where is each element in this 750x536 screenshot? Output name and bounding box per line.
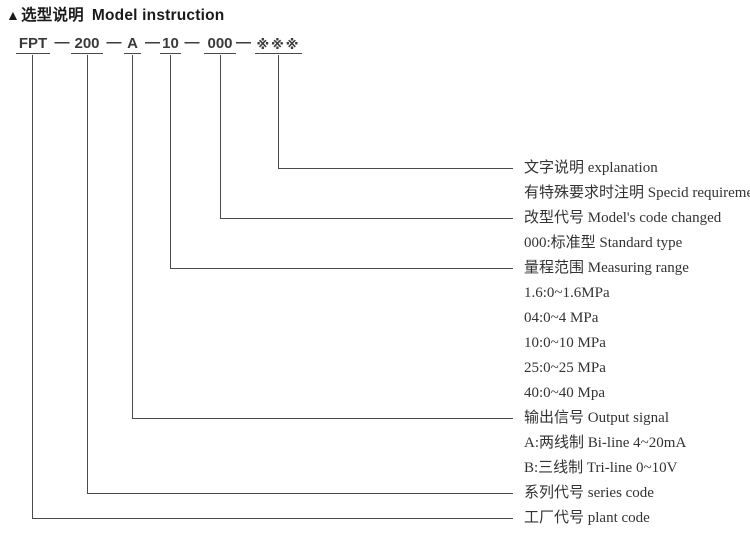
connector-hline-plant-code — [32, 518, 513, 519]
connector-vline-plant-code — [32, 55, 33, 518]
connector-hline-measuring-range — [170, 268, 513, 269]
row-range-40mpa: 40:0~40 Mpa — [524, 385, 606, 401]
connector-vline-model-code-changed — [220, 55, 221, 218]
row-output-bi-line: A:两线制 Bi-line 4~20mA — [524, 435, 687, 451]
section-title-zh: 选型说明 — [21, 7, 84, 24]
connector-hline-output-signal — [132, 418, 513, 419]
row-plant-code: 工厂代号 plant code — [524, 510, 650, 526]
connector-vline-series-code — [87, 55, 88, 493]
code-separator-dash: — — [54, 34, 70, 51]
row-output-tri-line: B:三线制 Tri-line 0~10V — [524, 460, 678, 476]
connector-hline-explanation — [278, 168, 513, 169]
section-title-en: Model instruction — [91, 7, 225, 24]
connector-hline-model-code-changed — [220, 218, 513, 219]
code-separator-dash: — — [236, 34, 251, 51]
triangle-bullet-icon: ▲ — [6, 7, 21, 23]
code-segment-series: 200 — [71, 36, 103, 54]
code-segment-plant: FPT — [16, 36, 50, 54]
legend: 文字说明 explanation 有特殊要求时注明 Specid require… — [524, 156, 750, 531]
connector-vline-output-signal — [132, 55, 133, 418]
connector-vline-explanation — [278, 55, 279, 168]
row-model-code-changed: 改型代号 Model's code changed — [524, 210, 722, 226]
row-measuring-range: 量程范围 Measuring range — [524, 260, 689, 276]
row-range-10mpa: 10:0~10 MPa — [524, 335, 606, 351]
row-range-1-6mpa: 1.6:0~1.6MPa — [524, 285, 610, 301]
code-segment-output: A — [124, 36, 141, 54]
row-series-code: 系列代号 series code — [524, 485, 654, 501]
code-segment-special: ※※※ — [255, 37, 302, 54]
code-separator-dash: — — [145, 34, 160, 51]
row-range-25mpa: 25:0~25 MPa — [524, 360, 606, 376]
code-separator-dash: — — [184, 34, 200, 51]
code-segment-range: 10 — [160, 36, 181, 54]
row-output-signal: 输出信号 Output signal — [524, 410, 669, 426]
connector-hline-series-code — [87, 493, 513, 494]
code-segment-model-change: 000 — [204, 36, 236, 54]
row-explanation: 文字说明 explanation — [524, 160, 658, 176]
connector-vline-measuring-range — [170, 55, 171, 268]
code-separator-dash: — — [106, 34, 122, 51]
row-range-4mpa: 04:0~4 MPa — [524, 310, 599, 326]
section-title: ▲选型说明 Model instruction — [6, 3, 224, 25]
row-standard-type: 000:标准型 Standard type — [524, 235, 683, 251]
row-special-requirement: 有特殊要求时注明 Specid requirement — [524, 185, 750, 201]
